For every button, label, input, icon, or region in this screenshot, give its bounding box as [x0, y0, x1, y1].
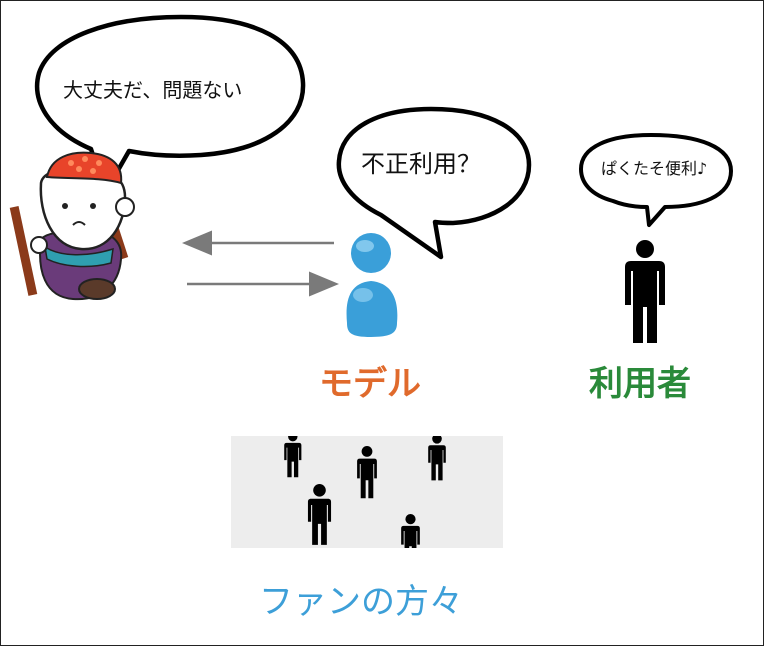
user-person-silhouette-icon — [625, 240, 665, 343]
model-label: モデル — [319, 364, 421, 404]
fans-silhouettes — [284, 432, 446, 564]
fan-person-icon — [307, 484, 332, 545]
mascot-bubble-text: 大丈夫だ、問題ない — [63, 78, 243, 102]
fans-crowd-area — [231, 432, 503, 564]
fan-person-icon — [284, 432, 302, 478]
mascot-character-icon — [9, 151, 135, 301]
model-bubble-text: 不正利用？ — [361, 150, 481, 178]
mascot-speech-bubble — [34, 14, 306, 196]
fan-person-icon — [357, 446, 377, 499]
user-speech-bubble — [579, 133, 733, 227]
fans-label: ファンの方々 — [259, 582, 463, 622]
fan-person-icon — [401, 514, 420, 564]
model-speech-bubble — [336, 106, 532, 260]
user-label: 利用者 — [589, 364, 691, 404]
fan-person-icon — [428, 434, 446, 481]
user-bubble-text: ぱくたそ便利♪ — [601, 159, 708, 178]
model-person-avatar-icon — [346, 233, 398, 337]
